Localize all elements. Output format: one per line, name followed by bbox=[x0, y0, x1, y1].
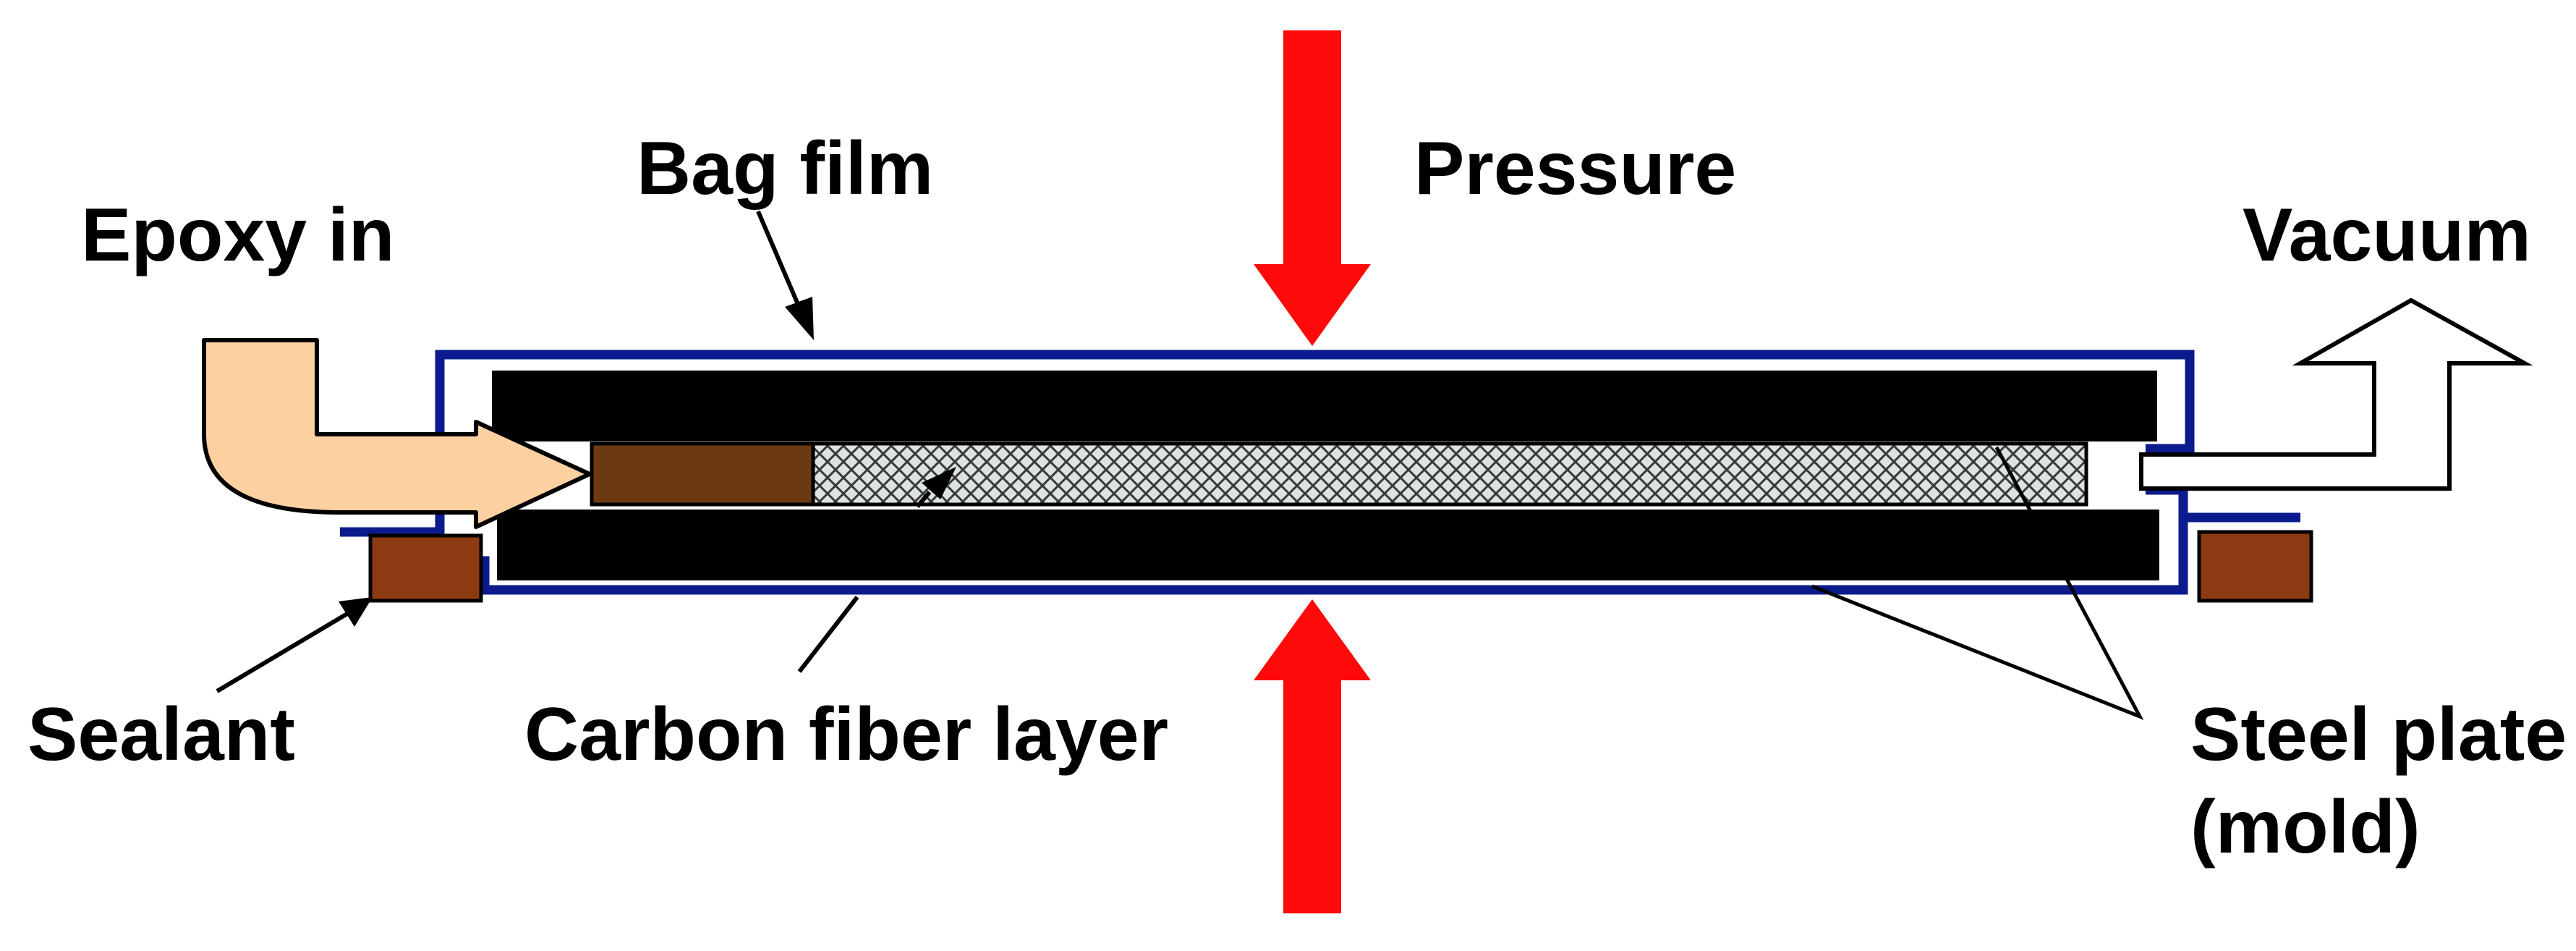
bag-film-label: Bag film bbox=[637, 127, 933, 211]
epoxy-in-label: Epoxy in bbox=[81, 193, 394, 277]
curved-arrow-icon bbox=[202, 338, 592, 529]
steel-plate-top bbox=[492, 371, 2157, 441]
steel-plate-leader bbox=[1811, 446, 2144, 720]
bag-film-bottom bbox=[480, 521, 2188, 595]
up-arrow-icon bbox=[1254, 599, 1371, 913]
carbon-fiber-leader bbox=[797, 467, 956, 673]
vacuum-label: Vacuum bbox=[2243, 193, 2531, 277]
pressure-label: Pressure bbox=[1414, 127, 1736, 211]
down-arrow-icon bbox=[1254, 30, 1371, 346]
sealant-label: Sealant bbox=[27, 693, 295, 777]
bag-film-right-side bbox=[2146, 485, 2300, 523]
resin-zone bbox=[590, 441, 815, 507]
steel-plate-bottom bbox=[497, 510, 2159, 580]
mold-label: (mold) bbox=[2190, 785, 2420, 869]
bag-film bbox=[340, 350, 2195, 537]
bag-film-leader bbox=[756, 210, 814, 340]
sealant-right bbox=[2197, 530, 2313, 603]
carbon-fiber-layer bbox=[809, 441, 2088, 507]
steel-plate-label: Steel plate bbox=[2190, 693, 2567, 777]
carbon-fiber-layer-label: Carbon fiber layer bbox=[524, 693, 1168, 777]
sealant-leader bbox=[216, 597, 373, 693]
bent-hollow-arrow-icon bbox=[2139, 297, 2533, 491]
sealant-left bbox=[368, 533, 483, 603]
